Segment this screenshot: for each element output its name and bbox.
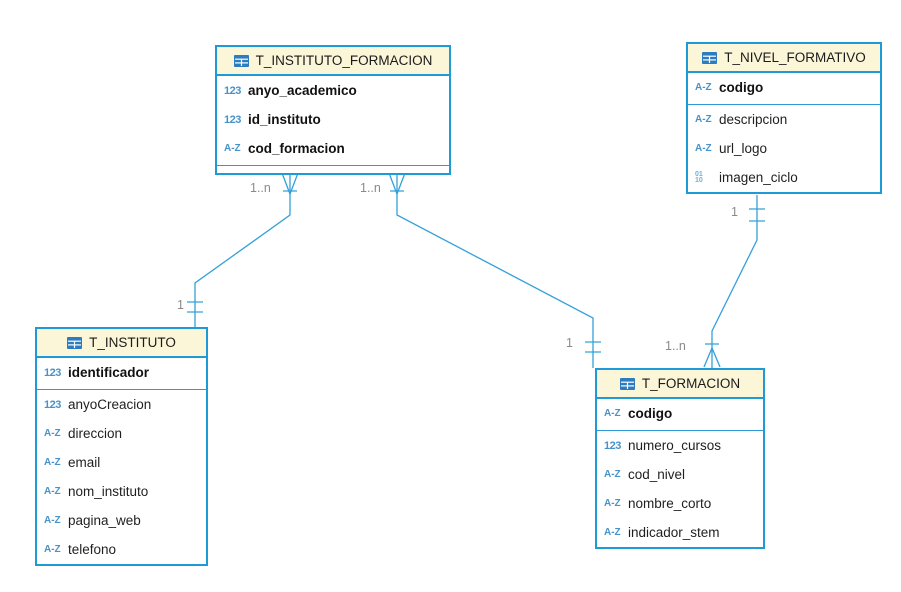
column-name: nom_instituto (68, 484, 149, 499)
column-name: codigo (628, 406, 673, 421)
string-type-icon: A-Z (695, 82, 712, 93)
column-row[interactable]: A-Z descripcion (688, 105, 880, 134)
table-title: T_INSTITUTO_FORMACION (255, 53, 433, 68)
numeric-type-icon: 123 (44, 366, 61, 379)
string-type-icon: A-Z (44, 515, 61, 526)
column-name: id_instituto (248, 112, 321, 127)
cardinality-label: 1 (731, 205, 738, 219)
column-name: anyoCreacion (68, 397, 152, 412)
string-type-icon: A-Z (44, 428, 61, 439)
table-icon (67, 336, 83, 349)
table-header[interactable]: T_NIVEL_FORMATIVO (688, 44, 880, 73)
column-name: url_logo (719, 141, 768, 156)
string-type-icon: A-Z (604, 498, 621, 509)
column-row[interactable]: A-Z cod_nivel (597, 460, 763, 489)
crowfoot-many-icon (388, 172, 406, 195)
column-row[interactable]: A-Z codigo (688, 73, 880, 102)
string-type-icon: A-Z (604, 469, 621, 480)
column-name: codigo (719, 80, 764, 95)
table-t-formacion[interactable]: T_FORMACION A-Z codigo 123 numero_cursos… (595, 368, 765, 549)
string-type-icon: A-Z (604, 527, 621, 538)
string-type-icon: A-Z (604, 408, 621, 419)
table-title: T_NIVEL_FORMATIVO (724, 50, 866, 65)
string-type-icon: A-Z (44, 457, 61, 468)
column-name: anyo_academico (248, 83, 357, 98)
column-name: telefono (68, 542, 117, 557)
one-ticks-icon (585, 341, 601, 353)
column-name: cod_nivel (628, 467, 686, 482)
column-row[interactable]: 123 identificador (37, 358, 206, 387)
column-name: email (68, 455, 101, 470)
column-name: identificador (68, 365, 150, 380)
column-name: direccion (68, 426, 123, 441)
table-icon (702, 51, 718, 64)
column-row[interactable]: A-Z url_logo (688, 134, 880, 163)
crowfoot-many-icon (703, 343, 721, 368)
table-icon (233, 54, 249, 67)
table-header[interactable]: T_INSTITUTO_FORMACION (217, 47, 449, 76)
cardinality-label: 1..n (665, 339, 686, 353)
column-row[interactable]: A-Z nom_instituto (37, 477, 206, 506)
crowfoot-many-icon (281, 172, 299, 195)
column-row[interactable]: A-Z direccion (37, 419, 206, 448)
cardinality-label: 1 (566, 336, 573, 350)
cardinality-label: 1..n (360, 181, 381, 195)
column-row[interactable]: 123 anyo_academico (217, 76, 449, 105)
relationship-line-instituto-formacion-instituto[interactable] (187, 172, 299, 327)
numeric-type-icon: 123 (224, 113, 241, 126)
column-row[interactable]: A-Z codigo (597, 399, 763, 428)
column-row[interactable]: 123 numero_cursos (597, 431, 763, 460)
numeric-type-icon: 123 (224, 84, 241, 97)
table-icon (619, 377, 635, 390)
string-type-icon: A-Z (44, 544, 61, 555)
column-name: indicador_stem (628, 525, 720, 540)
column-row[interactable]: A-Z nombre_corto (597, 489, 763, 518)
table-t-nivel-formativo[interactable]: T_NIVEL_FORMATIVO A-Z codigo A-Z descrip… (686, 42, 882, 194)
one-ticks-icon (749, 208, 765, 222)
one-ticks-icon (187, 301, 203, 313)
column-name: numero_cursos (628, 438, 722, 453)
table-title: T_INSTITUTO (89, 335, 176, 350)
numeric-type-icon: 123 (44, 398, 61, 411)
column-row[interactable]: A-Z telefono (37, 535, 206, 564)
column-name: imagen_ciclo (719, 170, 798, 185)
string-type-icon: A-Z (695, 114, 712, 125)
column-row[interactable]: 123 anyoCreacion (37, 390, 206, 419)
column-name: nombre_corto (628, 496, 712, 511)
table-header[interactable]: T_INSTITUTO (37, 329, 206, 358)
column-row[interactable]: A-Z pagina_web (37, 506, 206, 535)
column-name: cod_formacion (248, 141, 345, 156)
cardinality-label: 1..n (250, 181, 271, 195)
column-row[interactable]: A-Z email (37, 448, 206, 477)
table-t-instituto-formacion[interactable]: T_INSTITUTO_FORMACION 123 anyo_academico… (215, 45, 451, 175)
table-title: T_FORMACION (641, 376, 741, 391)
column-row[interactable]: 123 id_instituto (217, 105, 449, 134)
string-type-icon: A-Z (44, 486, 61, 497)
string-type-icon: A-Z (224, 143, 241, 154)
column-name: pagina_web (68, 513, 141, 528)
relationship-line-instituto-formacion-formacion[interactable] (388, 172, 601, 368)
table-t-instituto[interactable]: T_INSTITUTO 123 identificador 123 anyoCr… (35, 327, 208, 566)
numeric-type-icon: 123 (604, 439, 621, 452)
column-row[interactable]: A-Z cod_formacion (217, 134, 449, 163)
non-key-section (217, 166, 449, 173)
table-header[interactable]: T_FORMACION (597, 370, 763, 399)
column-row[interactable]: A-Z indicador_stem (597, 518, 763, 547)
relationship-line-nivel-formativo-formacion[interactable] (703, 195, 765, 368)
string-type-icon: A-Z (695, 143, 712, 154)
cardinality-label: 1 (177, 298, 184, 312)
column-name: descripcion (719, 112, 788, 127)
